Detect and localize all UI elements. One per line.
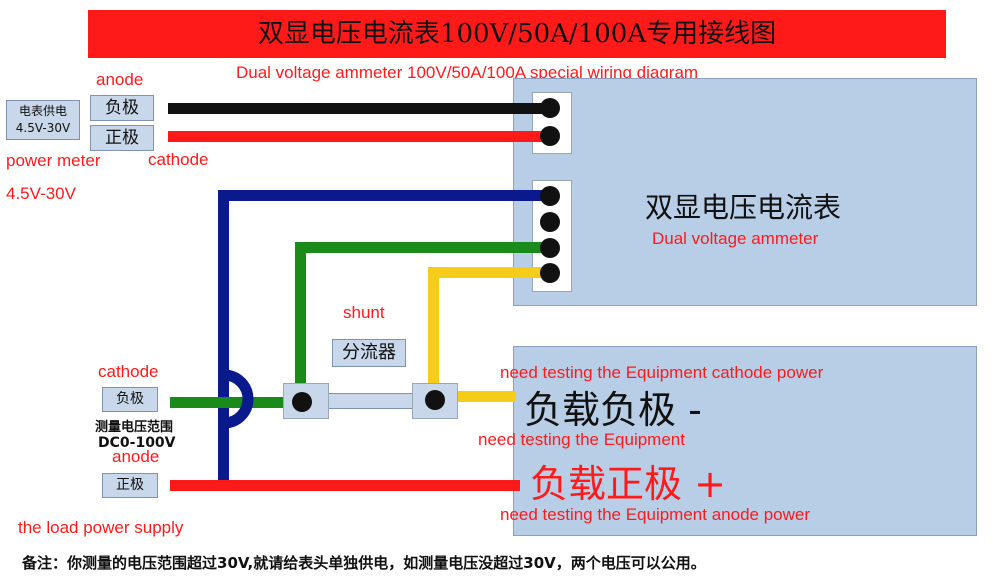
shunt-label-cn: 分流器 (332, 339, 406, 367)
power-supply-box: 电表供电 4.5V-30V (6, 100, 80, 140)
anode-label-bottom: anode (112, 447, 160, 466)
power-pos-box: 正极 (90, 125, 154, 151)
power-supply-range: 4.5V-30V (15, 121, 71, 135)
power-supply-label: 电表供电 (18, 104, 67, 118)
blue-wire-vertical (218, 190, 229, 480)
load-negative-label: 负载负极 - (524, 388, 702, 432)
terminal-dot-3 (540, 238, 560, 258)
cathode-label-bottom: cathode (98, 362, 159, 381)
power-meter-label: power meter (6, 151, 101, 170)
title-bar (88, 10, 946, 58)
measure-pos-box: 正极 (102, 473, 158, 498)
diagram-title: 双显电压电流表100V/50A/100A专用接线图 (257, 19, 777, 49)
measure-range-value: DC0-100V (98, 435, 176, 451)
load-positive-label: 负载正极 + (530, 462, 726, 506)
wire-crossover-arc (223, 370, 254, 429)
green-wire-top (295, 242, 548, 253)
green-wire-bottom (170, 397, 300, 408)
load-box (513, 346, 977, 536)
load-anode-caption: need testing the Equipment anode power (500, 505, 811, 524)
load-supply-label: the load power supply (18, 518, 184, 537)
load-mid-caption: need testing the Equipment (478, 430, 685, 449)
terminal-dot-power-neg (540, 98, 560, 118)
terminal-dot-2 (540, 212, 560, 232)
red-measure-wire (170, 480, 520, 491)
terminal-dot-1 (540, 186, 560, 206)
load-cathode-caption: need testing the Equipment cathode power (500, 363, 824, 382)
blue-wire-top (218, 190, 548, 201)
anode-label-top: anode (96, 70, 144, 89)
yellow-wire-vertical (428, 267, 439, 397)
diagram-title-en: Dual voltage ammeter 100V/50A/100A speci… (236, 63, 699, 82)
power-neg-box: 负极 (90, 95, 154, 121)
red-power-wire (168, 131, 548, 142)
power-voltage-range: 4.5V-30V (6, 184, 76, 203)
footer-note: 备注：你测量的电压范围超过30V,就请给表头单独供电，如测量电压没超过30V，两… (22, 554, 706, 572)
yellow-wire-top (428, 267, 548, 278)
measure-range-label: 测量电压范围 (95, 420, 174, 435)
yellow-wire-to-load (436, 391, 516, 402)
meter-name-cn: 双显电压电流表 (645, 191, 842, 224)
black-power-wire (168, 103, 548, 114)
meter-name-en: Dual voltage ammeter (652, 229, 819, 248)
terminal-dot-4 (540, 263, 560, 283)
measure-neg-box: 负极 (102, 387, 158, 412)
shunt-dot-left (292, 392, 312, 412)
cathode-label-top: cathode (148, 150, 209, 169)
shunt-label-en: shunt (343, 303, 385, 322)
green-wire-vertical (295, 242, 306, 397)
terminal-dot-power-pos (540, 126, 560, 146)
ammeter-box (513, 78, 977, 306)
shunt-dot-right (425, 390, 445, 410)
